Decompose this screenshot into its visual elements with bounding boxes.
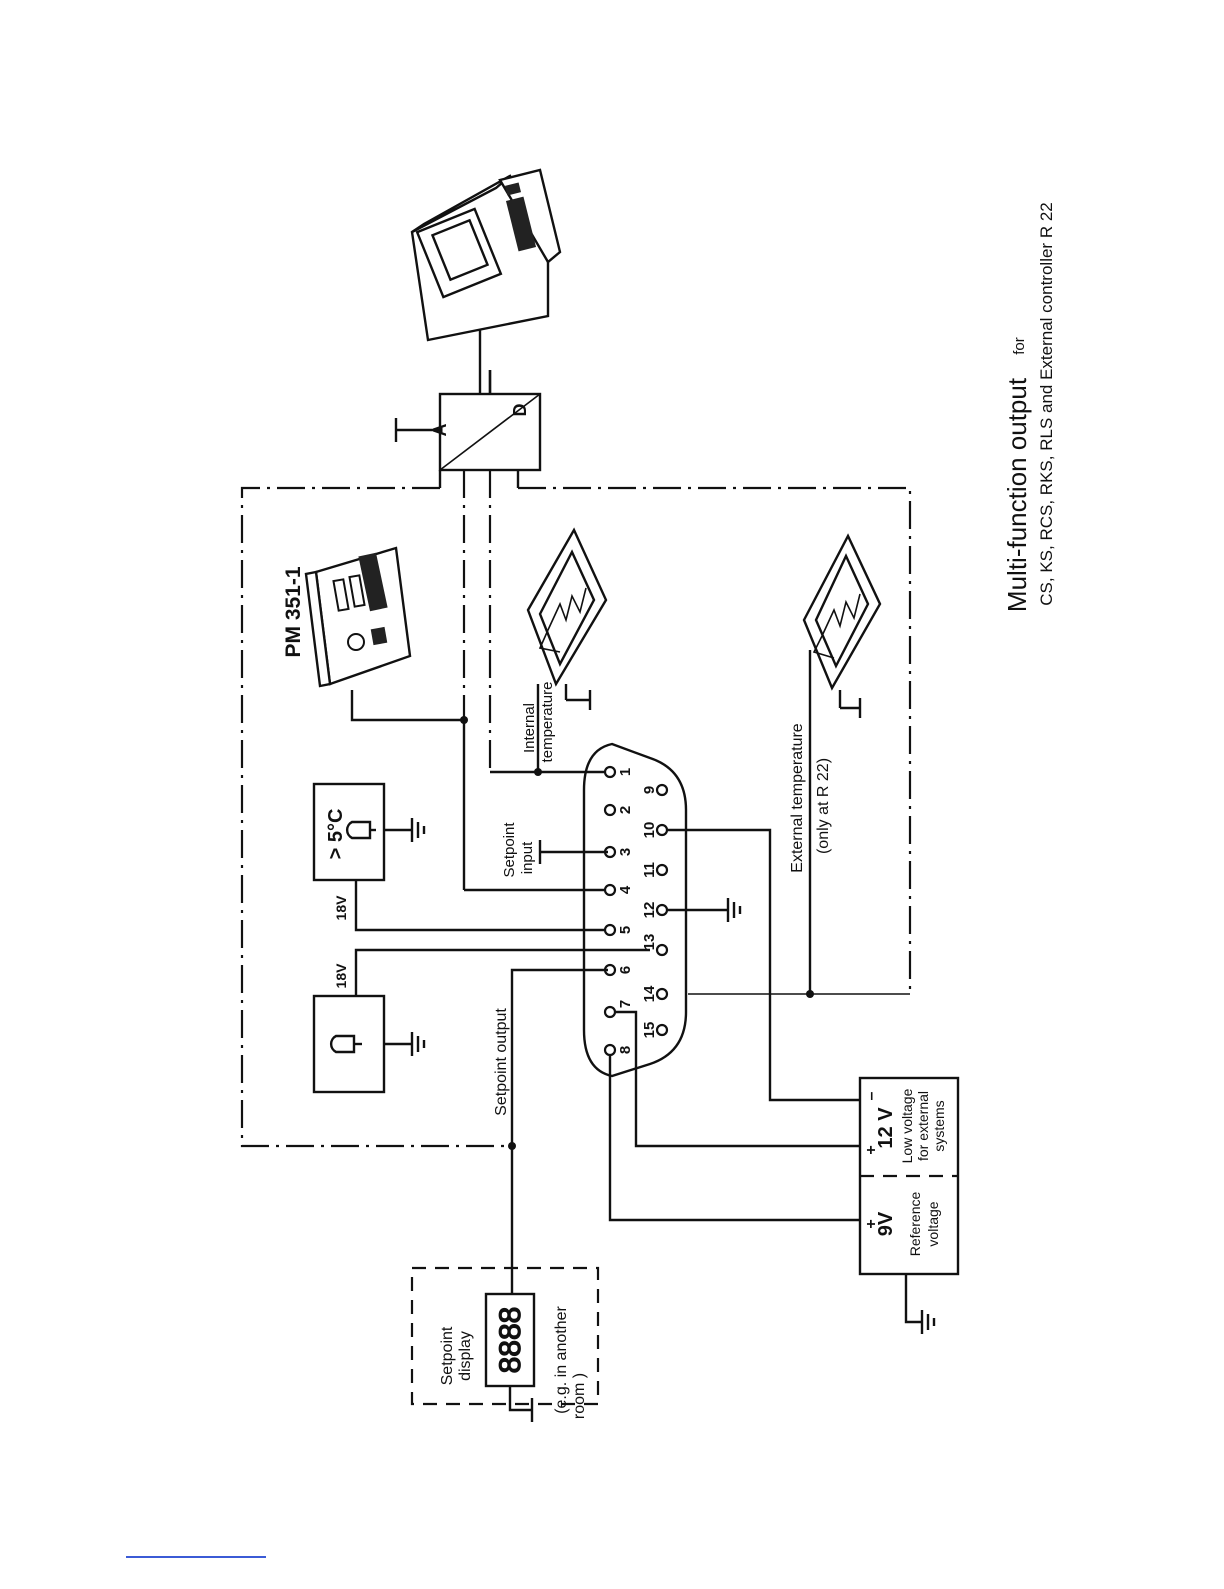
pin-1-label: 1: [617, 768, 634, 776]
external-temp-label1: External temperature: [789, 723, 806, 873]
v12-minus: –: [863, 1091, 880, 1100]
power-supply-box: + – 12 V Low voltage for external system…: [858, 1076, 960, 1276]
pin-2-label: 2: [617, 806, 634, 814]
pin-12-label: 12: [641, 902, 658, 919]
caption-for: for: [1011, 337, 1028, 355]
pin-11-label: 11: [641, 862, 658, 878]
pin-6-label: 6: [617, 966, 634, 974]
pin-4-label: 4: [617, 885, 634, 894]
caption-line1: Multi-function output: [1002, 377, 1032, 612]
setpoint-display-area: 8888 Setpoint display (e.g. in another r…: [410, 1266, 600, 1422]
page-footer-rule: [126, 1556, 266, 1558]
pin-9-label: 9: [641, 786, 658, 794]
recorder-label: PM 351-1: [282, 566, 305, 657]
pin-5-label: 5: [617, 926, 634, 934]
v9-plus: +: [863, 1219, 880, 1228]
pin-8-label: 8: [617, 1046, 634, 1054]
pin-10-label: 10: [641, 822, 658, 839]
internal-temp-label1: Internal: [521, 703, 538, 753]
display-digits: 8888: [494, 1307, 527, 1374]
setpoint-display-note2: room ): [571, 1373, 588, 1419]
converter-d-label: D: [510, 404, 530, 417]
setpoint-display-label2: display: [457, 1331, 474, 1381]
external-temp-label2: (only at R 22): [815, 758, 832, 854]
voltage-18v-top: 18V: [333, 895, 349, 921]
v12-label: 12 V: [875, 1107, 897, 1149]
bell-icon: [345, 820, 376, 840]
alarm-box-5c: > 5°C: [312, 782, 426, 882]
figure-caption: Multi-function output for CS, KS, RCS, R…: [1002, 202, 1056, 612]
dsub-connector: 1 2 3 4 5 6 7 8 9 10 11 12 13 14 15: [582, 742, 688, 1078]
setpoint-output-label: Setpoint output: [493, 1008, 510, 1116]
setpoint-input-label1: Setpoint: [501, 822, 518, 878]
pm351-recorder-icon: PM 351-1: [282, 546, 464, 722]
v12-plus: +: [863, 1145, 880, 1154]
system-boundary-right: [518, 486, 912, 994]
caption-line2: CS, KS, RCS, RKS, RLS and External contr…: [1037, 202, 1056, 605]
pin-13-label: 13: [641, 934, 658, 951]
low-voltage-line3: systems: [931, 1100, 947, 1151]
reference-line1: Reference: [907, 1191, 923, 1256]
bell-icon: [329, 1034, 362, 1054]
alarm-box-generic: [312, 994, 426, 1094]
setpoint-display-note1: (e.g. in another: [553, 1306, 570, 1414]
setpoint-input-label2: input: [519, 841, 536, 874]
pin-15-label: 15: [641, 1022, 658, 1039]
pin-14-label: 14: [641, 985, 658, 1002]
system-boundary: [240, 486, 512, 1148]
internal-temp-sensor-icon: [526, 527, 608, 710]
pin-3-label: 3: [617, 848, 634, 856]
computer-terminal-icon: [410, 168, 562, 342]
low-voltage-line2: for external: [915, 1091, 931, 1161]
internal-temp-label2: temperature: [539, 682, 556, 763]
voltage-18v-bottom: 18V: [333, 963, 349, 989]
alarm-temp-label: > 5°C: [325, 809, 347, 860]
ad-converter: A D: [394, 370, 542, 488]
v9-label: 9V: [875, 1211, 897, 1236]
pin-7-label: 7: [617, 1000, 634, 1008]
reference-line2: voltage: [925, 1201, 941, 1246]
external-temp-sensor-icon: [802, 533, 882, 718]
low-voltage-line1: Low voltage: [899, 1088, 915, 1163]
setpoint-display-label1: Setpoint: [439, 1326, 456, 1385]
